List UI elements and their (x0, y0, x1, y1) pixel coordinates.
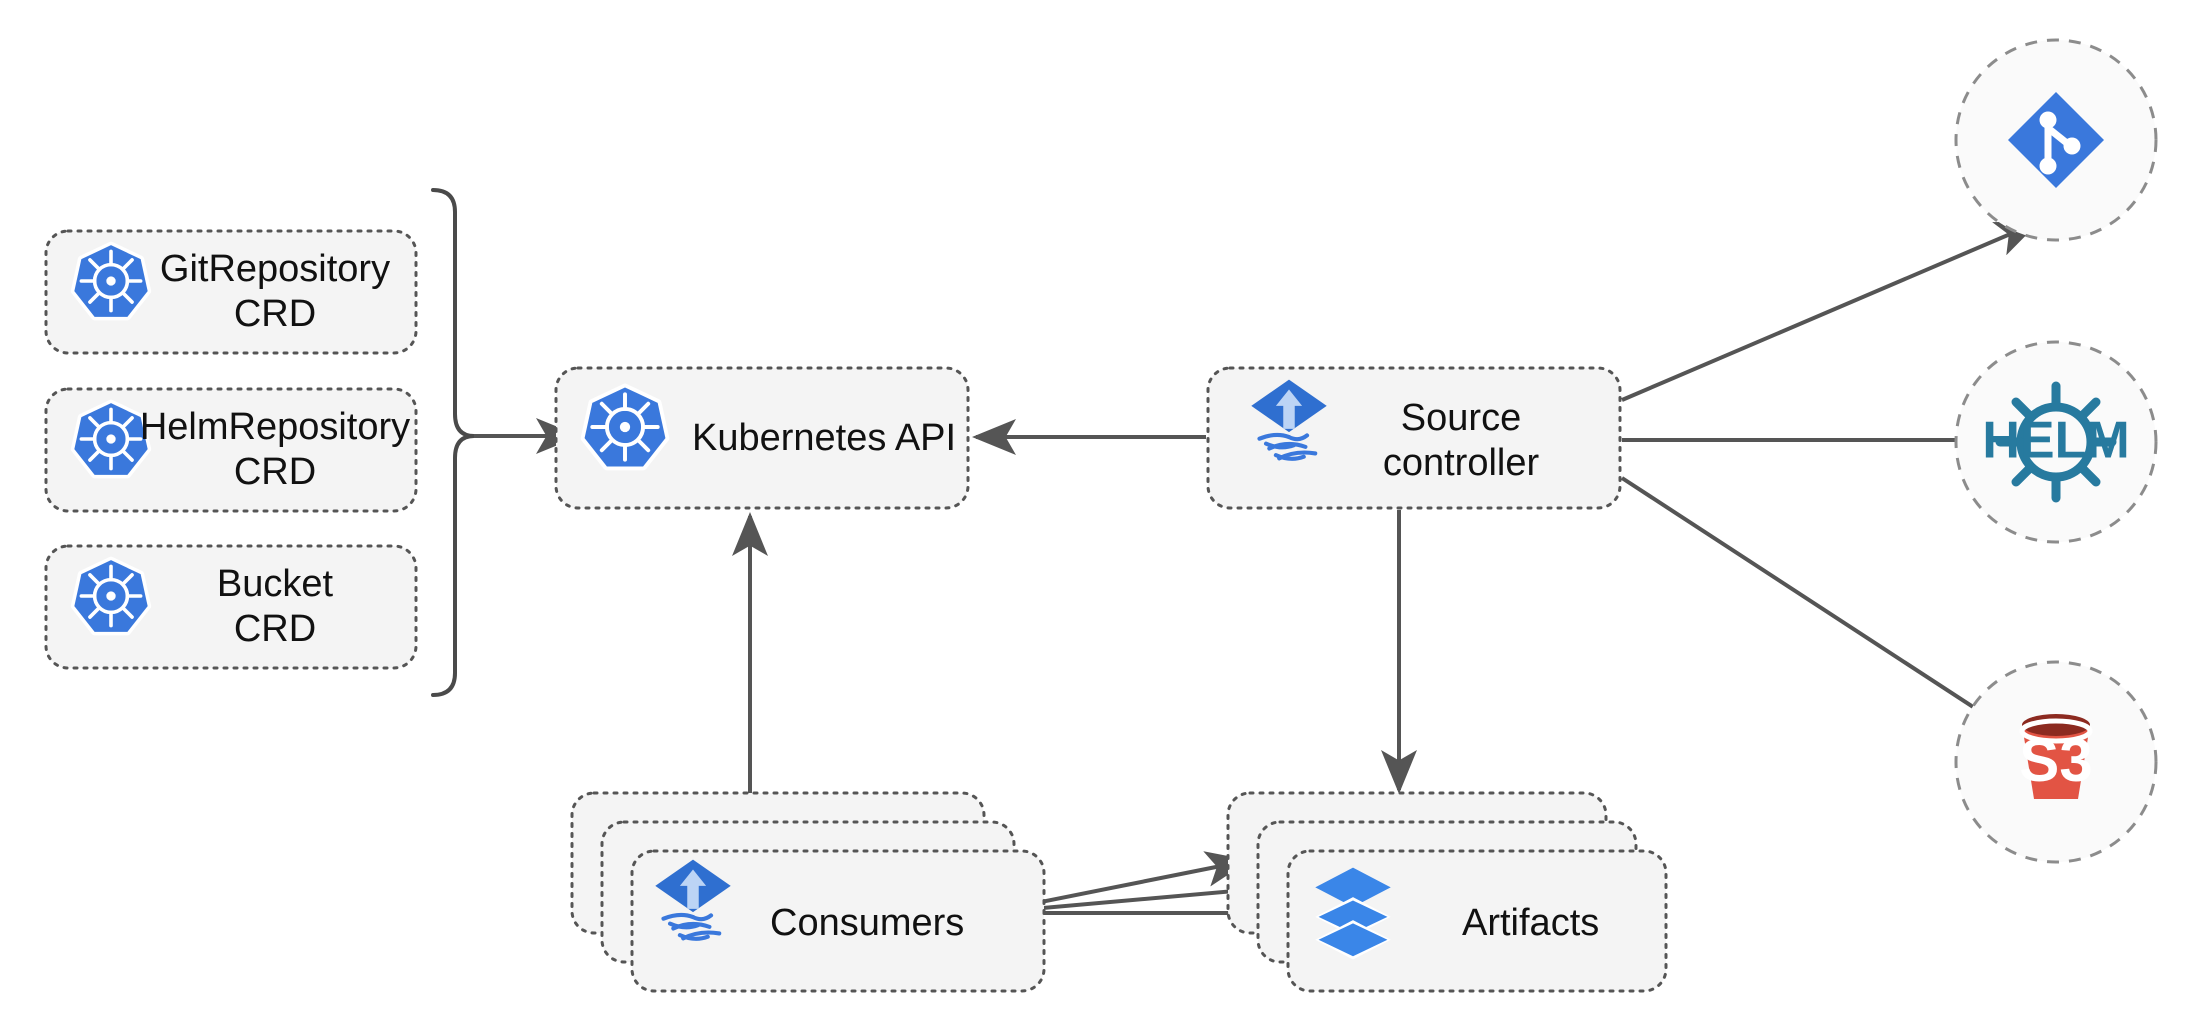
consumers-label: Consumers (770, 902, 964, 944)
crd-label-line1: HelmRepository (140, 406, 410, 448)
crd-label-line1: Bucket (217, 563, 334, 605)
crd-card-helmrepository[interactable]: HelmRepository CRD (44, 387, 418, 513)
source-node-s3[interactable]: S3 (1954, 660, 2158, 864)
crd-label-line1: GitRepository (160, 248, 390, 290)
crd-label-line2: CRD (234, 608, 316, 650)
edge-source-controller-to-s3 (1620, 476, 2040, 751)
node-artifacts[interactable]: Artifacts (1226, 791, 1668, 993)
consumers-stack-front (630, 849, 1046, 993)
source-node-helm[interactable]: HELM (1954, 340, 2158, 544)
crd-group: GitRepository CRD HelmRepository CRD Buc… (44, 229, 418, 670)
helm-label: HELM (1982, 412, 2129, 470)
kubernetes-icon (74, 245, 147, 317)
node-consumers[interactable]: Consumers (570, 791, 1046, 993)
kubernetes-icon (585, 387, 666, 466)
crd-label-line2: CRD (234, 451, 316, 493)
source-node-git[interactable] (1954, 38, 2158, 242)
crd-card-bucket[interactable]: Bucket CRD (44, 544, 418, 670)
artifacts-label: Artifacts (1462, 902, 1599, 944)
source-controller-label-line2: controller (1383, 442, 1540, 484)
source-controller-label-line1: Source (1401, 397, 1521, 439)
node-source-controller[interactable]: Source controller (1206, 366, 1622, 510)
crd-card-gitrepository[interactable]: GitRepository CRD (44, 229, 418, 355)
node-kubernetes-api[interactable]: Kubernetes API (554, 366, 970, 510)
kubernetes-icon (74, 560, 147, 632)
kubernetes-icon (74, 403, 147, 475)
layers-icon (1315, 867, 1391, 960)
edge-source-controller-to-git (1621, 221, 2040, 402)
crd-grouping-brace (431, 188, 475, 697)
crd-label-line2: CRD (234, 293, 316, 335)
s3-label: S3 (2019, 727, 2092, 794)
kubernetes-api-label: Kubernetes API (692, 417, 956, 459)
